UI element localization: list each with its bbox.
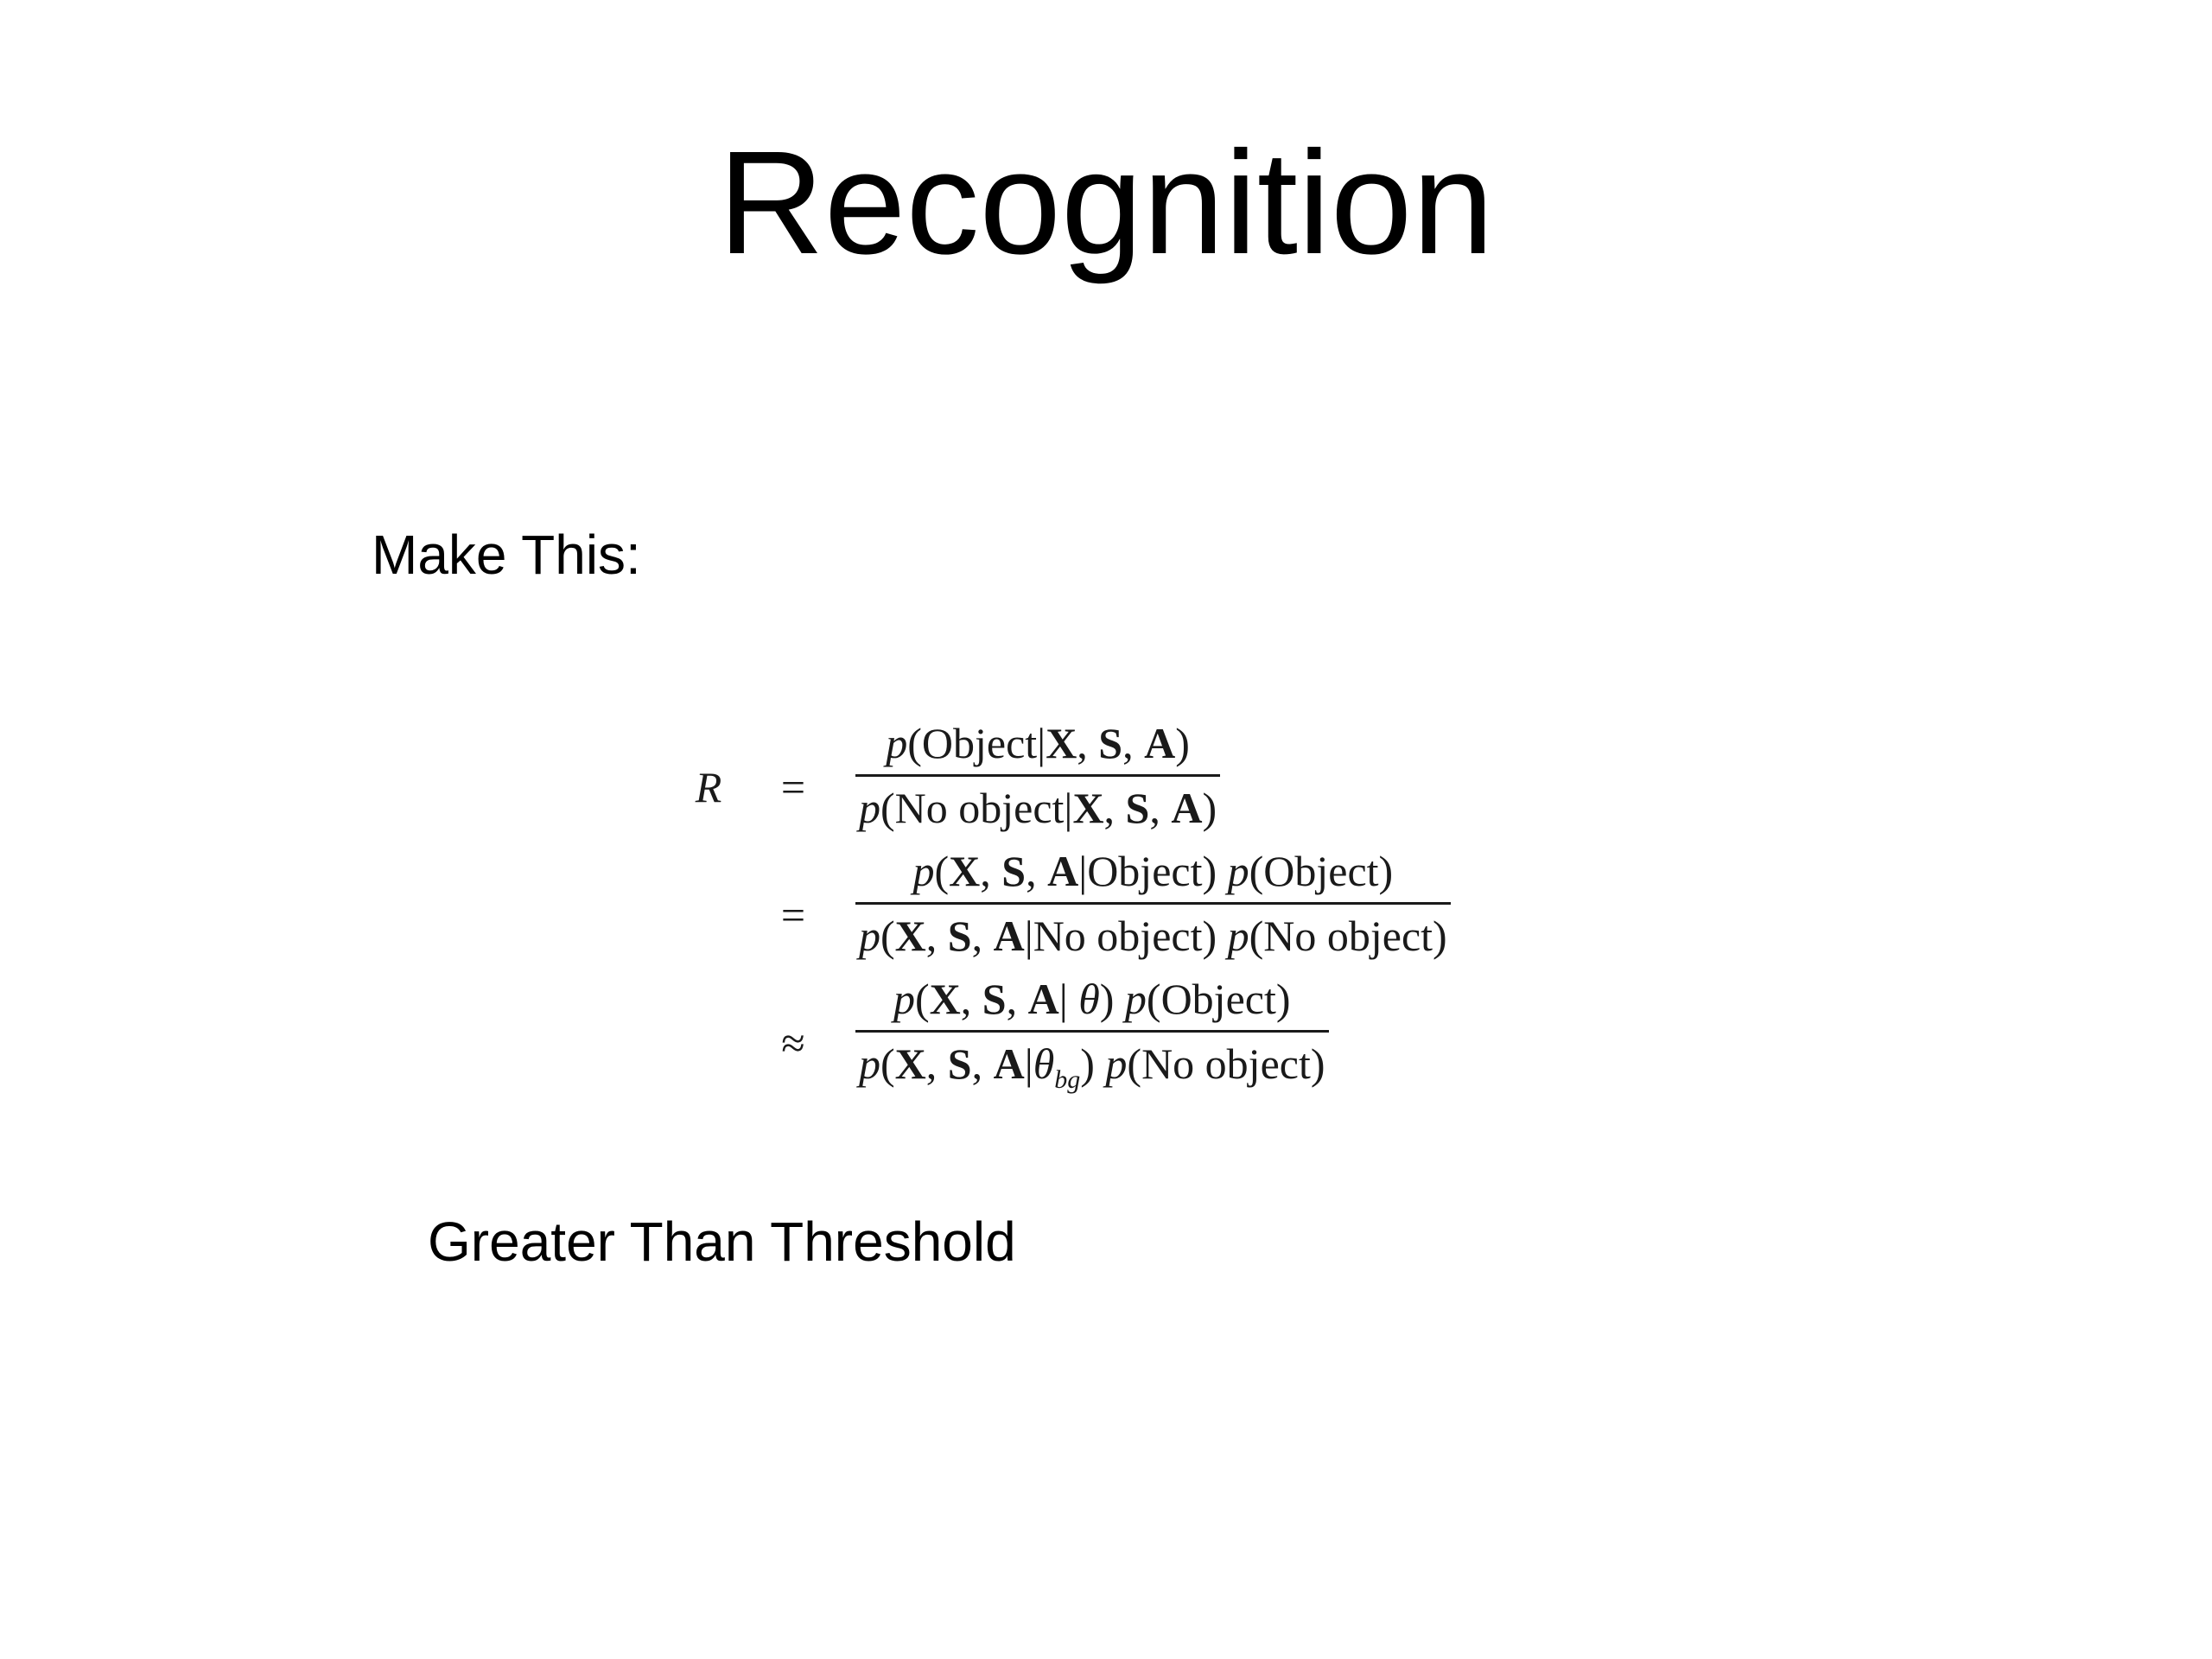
equation-relation-3: ≈: [781, 1019, 805, 1067]
fraction-1-denominator: p(No object|X, S, A): [859, 784, 1217, 832]
fraction-2-numerator: p(X, S, A|Object) p(Object): [912, 847, 1394, 895]
fraction-2-denominator: p(X, S, A|No object) p(No object): [859, 912, 1447, 960]
equation-relation-1: =: [780, 763, 806, 811]
fraction-1-numerator: p(Object|X, S, A): [886, 719, 1190, 767]
fraction-2: p(X, S, A|Object) p(Object) p(X, S, A|No…: [855, 845, 1451, 962]
intro-text: Make This:: [372, 524, 641, 586]
fraction-2-bar: [855, 902, 1451, 905]
fraction-1-bar: [855, 774, 1221, 777]
threshold-text: Greater Than Threshold: [428, 1211, 1016, 1273]
fraction-1: p(Object|X, S, A) p(No object|X, S, A): [855, 717, 1221, 834]
equation-lhs: R: [695, 763, 722, 811]
equation-relation-2: =: [780, 891, 806, 939]
slide-title: Recognition: [718, 121, 1494, 285]
fraction-3-numerator: p(X, S, A| θ) p(Object): [893, 975, 1291, 1023]
fraction-3-bar: [855, 1030, 1329, 1033]
fraction-3: p(X, S, A| θ) p(Object) p(X, S, A|θbg) p…: [855, 973, 1329, 1096]
fraction-3-denominator: p(X, S, A|θbg) p(No object): [859, 1039, 1325, 1094]
